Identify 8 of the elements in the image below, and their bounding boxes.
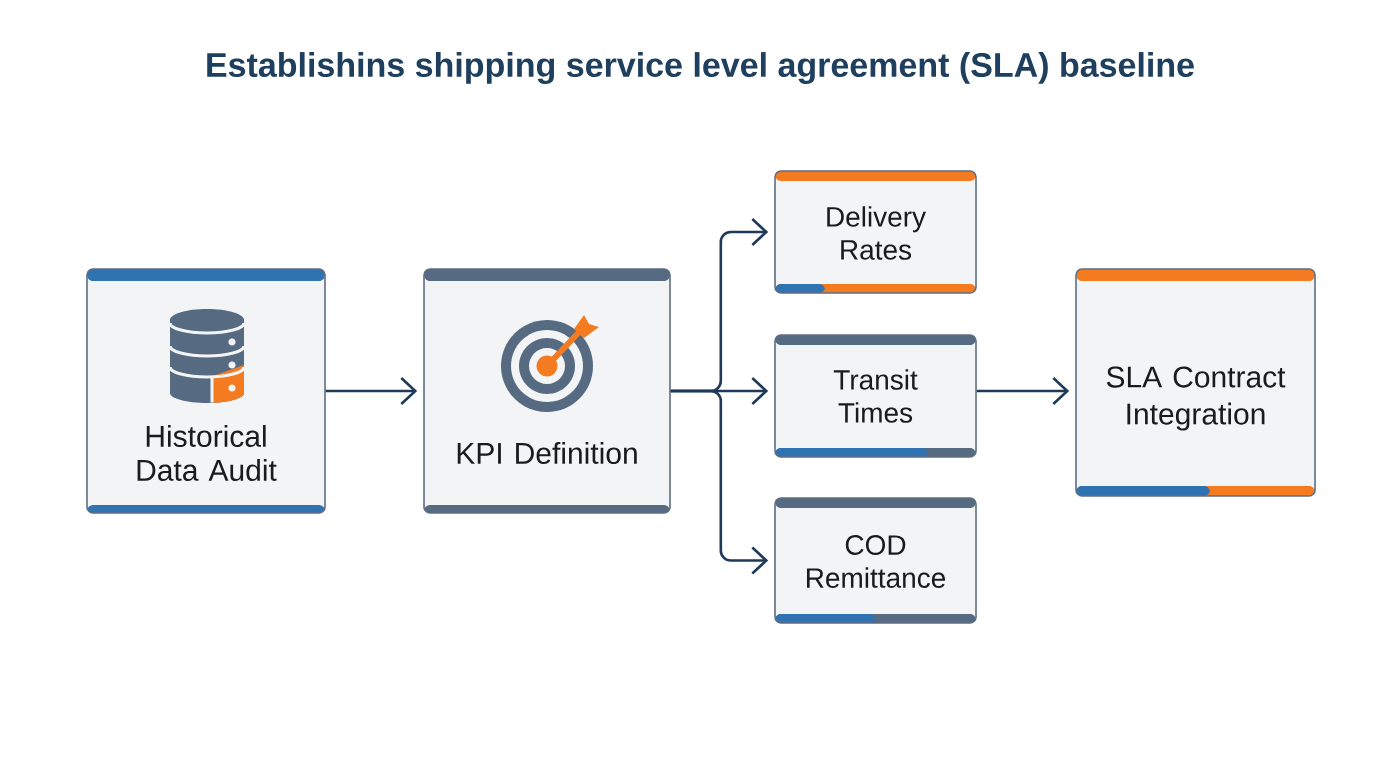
process-box: COD Remittance <box>774 497 977 624</box>
title: Establishins shipping service level agreement (SLA) baseline <box>207 52 1194 84</box>
arrow <box>976 377 1070 405</box>
process-box: SLA Contract Integration <box>1075 268 1316 497</box>
process-box: Delivery Rates <box>774 170 977 294</box>
process-box: Transit Times <box>774 334 977 458</box>
arrow <box>670 389 769 575</box>
arrow <box>325 377 418 405</box>
